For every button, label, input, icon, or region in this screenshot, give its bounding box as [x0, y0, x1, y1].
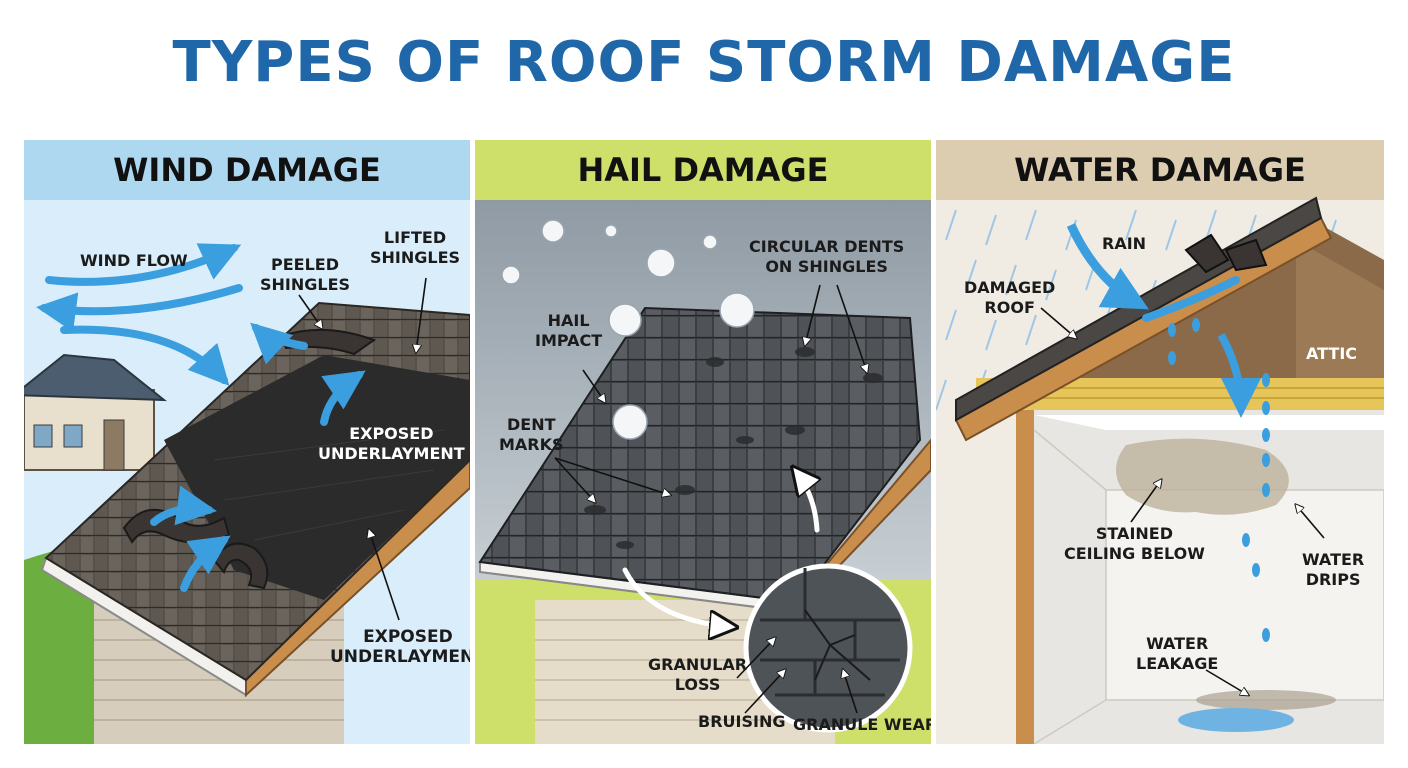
granule-zoom-icon [743, 563, 913, 733]
dent-marks-label: DENT MARKS [499, 415, 564, 454]
stained-ceiling-label: STAINED CEILING BELOW [1064, 524, 1205, 563]
wind-damage-heading: WIND DAMAGE [113, 151, 381, 189]
hail-damage-panel: HAIL DAMAGE CIRCULAR DENTS ON SHINGLES H… [475, 140, 931, 744]
page-title: TYPES OF ROOF STORM DAMAGE [172, 30, 1236, 95]
wind-damage-illustration [24, 140, 470, 744]
circular-dents-label: CIRCULAR DENTS ON SHINGLES [749, 237, 905, 276]
granule-wear-label: GRANULE WEAR [793, 715, 931, 734]
rain-label: RAIN [1102, 234, 1147, 253]
wind-flow-label: WIND FLOW [80, 251, 188, 270]
exposed-underlayment-top-label: EXPOSED UNDERLAYMENT [318, 424, 465, 463]
attic-label: ATTIC [1306, 344, 1358, 363]
hailstone-icons [501, 219, 755, 440]
hail-damage-heading: HAIL DAMAGE [577, 151, 829, 189]
water-damage-illustration [936, 140, 1384, 744]
wind-damage-panel: WIND DAMAGE WIND FLOW PEELED SHINGLES LI… [24, 140, 470, 744]
hail-impact-label: HAIL IMPACT [535, 311, 603, 350]
water-damage-panel: WATER DAMAGE RAIN DAMAGED ROOF ATTIC STA… [936, 140, 1384, 744]
water-leakage-label: WATER LEAKAGE [1136, 634, 1219, 673]
exposed-underlayment-bottom-label: EXPOSED UNDERLAYMENT [330, 627, 470, 667]
lifted-shingles-label: LIFTED SHINGLES [370, 228, 461, 267]
hail-damage-illustration [475, 140, 931, 744]
small-house-icon [24, 353, 167, 471]
bruising-label: BRUISING [698, 712, 786, 731]
water-damage-heading: WATER DAMAGE [1014, 151, 1306, 189]
granular-loss-label: GRANULAR LOSS [648, 655, 748, 694]
peeled-shingles-label: PEELED SHINGLES [260, 255, 351, 294]
damaged-roof-label: DAMAGED ROOF [964, 278, 1056, 317]
water-drips-label: WATER DRIPS [1302, 550, 1365, 589]
